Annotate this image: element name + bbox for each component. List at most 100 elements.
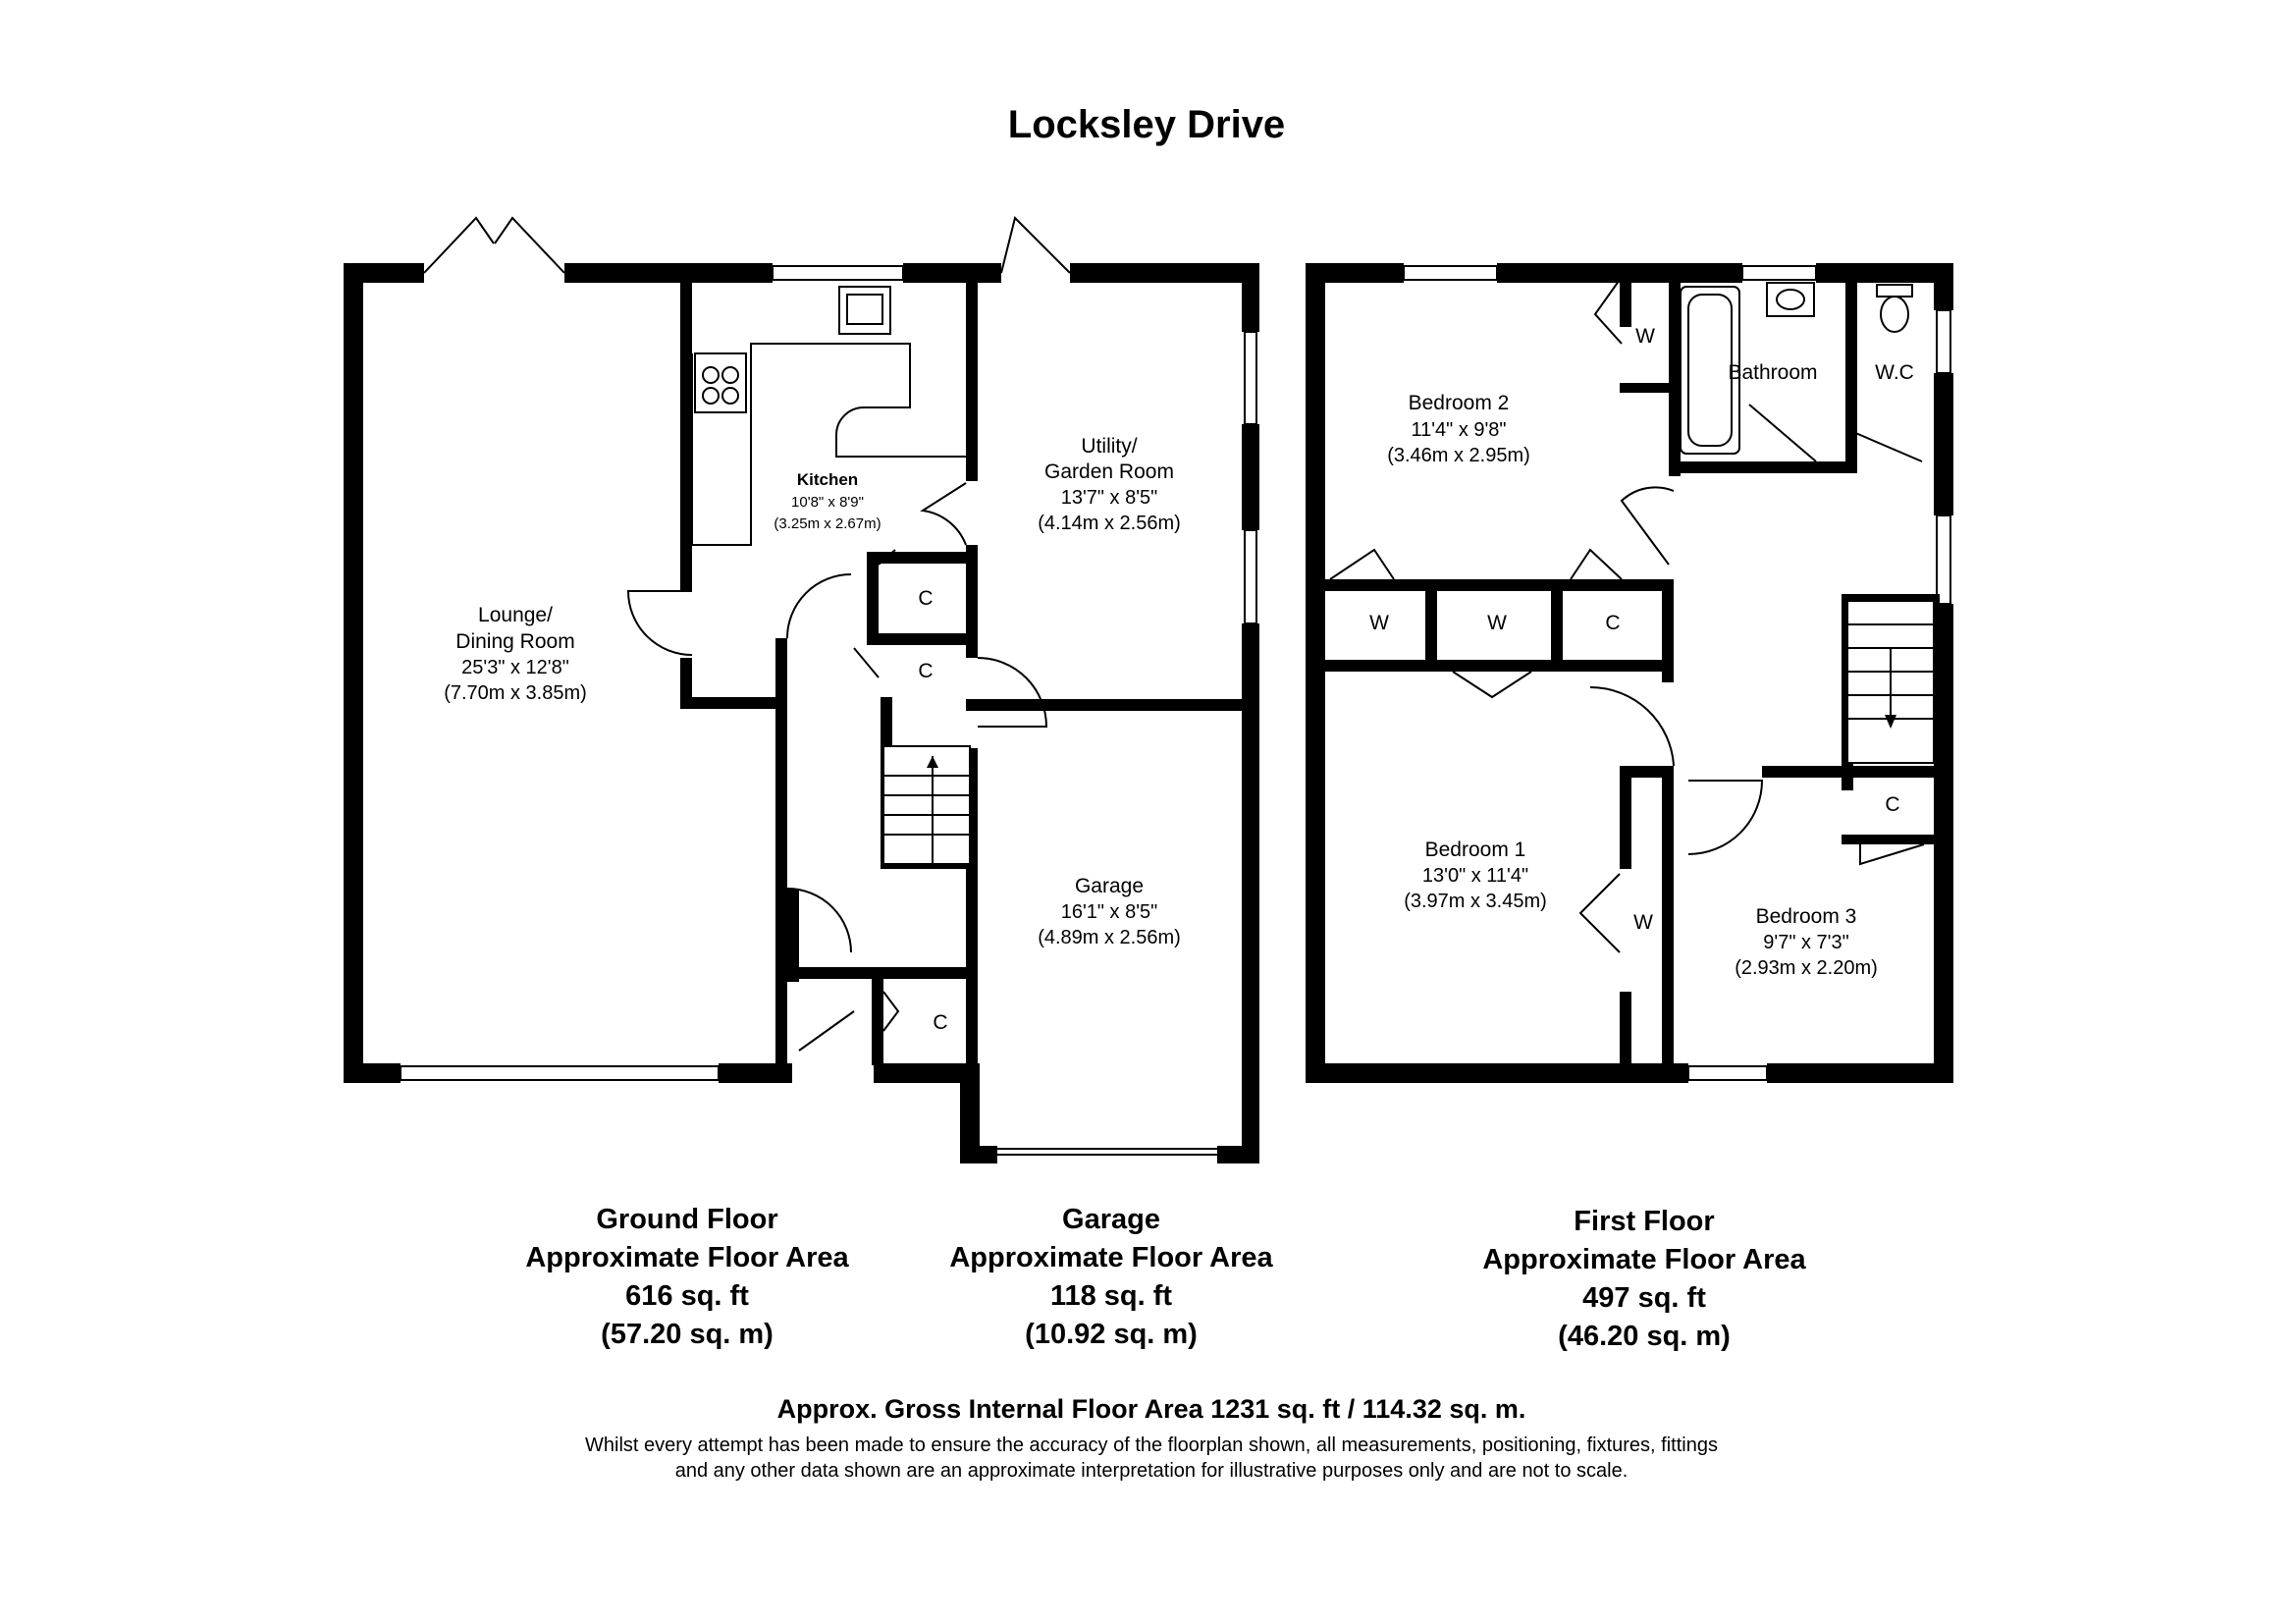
room-dimensions: (3.25m x 2.67m) (774, 515, 881, 532)
wall (960, 1146, 997, 1163)
wall (1551, 579, 1563, 668)
window (1936, 514, 1951, 605)
door-swing (1748, 404, 1817, 462)
room-name: Garage (1075, 875, 1144, 897)
wall (867, 552, 970, 564)
room-name: Kitchen (797, 470, 858, 489)
wall (1842, 594, 1940, 604)
bath-icon (1680, 286, 1740, 455)
area-subtitle: Approximate Floor Area (525, 1242, 849, 1273)
room-dimensions: (7.70m x 3.85m) (444, 682, 587, 704)
area-sqm: (10.92 sq. m) (1025, 1319, 1198, 1350)
area-sqm: (57.20 sq. m) (601, 1319, 774, 1350)
cupboard-label: C (1885, 793, 1899, 816)
room-dimensions: 25'3" x 12'8" (461, 657, 569, 678)
room-name: Garden Room (1044, 460, 1174, 483)
cupboard-door (1570, 548, 1623, 580)
kitchen-units (691, 286, 967, 546)
up-arrow-icon (927, 756, 938, 768)
wall (775, 638, 787, 1070)
ground-floor-area: Ground Floor Approximate Floor Area 616 … (525, 1204, 849, 1350)
wall (966, 545, 978, 658)
door-swing (798, 1010, 855, 1052)
first-floor-area: First Floor Approximate Floor Area 497 s… (1482, 1206, 1806, 1352)
room-dimensions: 9'7" x 7'3" (1763, 932, 1848, 953)
window (1244, 529, 1257, 624)
wall (1845, 432, 1857, 473)
first-floor-plan: Bedroom 2 11'4" x 9'8" (3.46m x 2.95m) B… (1306, 263, 1953, 1083)
door-swing (423, 216, 495, 274)
wall (1934, 263, 1953, 310)
area-subtitle: Approximate Floor Area (949, 1242, 1273, 1273)
wardrobe-doors (1593, 276, 1623, 345)
cupboard-label: C (918, 587, 933, 610)
window (1687, 1065, 1768, 1081)
area-title: Garage (1062, 1204, 1160, 1235)
wall (1816, 263, 1953, 283)
door-swing (977, 657, 1048, 728)
window (400, 1065, 720, 1081)
wall (1497, 263, 1742, 283)
area-sqft: 616 sq. ft (625, 1280, 749, 1312)
door-swing (1620, 486, 1675, 566)
wall (1845, 280, 1857, 432)
door-swing (1589, 685, 1675, 767)
toilet-icon (1876, 284, 1913, 333)
wall (1620, 766, 1674, 778)
wall (1934, 373, 1953, 515)
door-swing (786, 573, 852, 639)
wall (872, 977, 883, 1065)
disclaimer-line: Whilst every attempt has been made to en… (585, 1434, 1718, 1456)
cupboard-label: C (933, 1011, 947, 1034)
room-dimensions: 11'4" x 9'8" (1411, 419, 1506, 441)
room-name: Bathroom (1728, 361, 1817, 384)
down-arrow-icon (1885, 715, 1896, 729)
wardrobe-doors (1329, 548, 1395, 580)
wall (867, 633, 970, 645)
wall (344, 263, 363, 1083)
wall (1306, 1063, 1688, 1083)
room-dimensions: 10'8" x 8'9" (791, 494, 864, 511)
wall (1070, 263, 1259, 283)
room-name: Bedroom 3 (1756, 905, 1857, 928)
area-title: Ground Floor (596, 1204, 777, 1235)
wardrobe-label: W (1369, 612, 1389, 634)
area-subtitle: Approximate Floor Area (1482, 1244, 1806, 1275)
garage-area: Garage Approximate Floor Area 118 sq. ft… (949, 1204, 1273, 1350)
wall (680, 658, 692, 707)
room-dimensions: (2.93m x 2.20m) (1735, 957, 1878, 979)
wall (787, 889, 799, 982)
room-dimensions: (3.97m x 3.45m) (1404, 891, 1547, 912)
wall (680, 697, 783, 709)
area-sqft: 118 sq. ft (1050, 1280, 1172, 1312)
room-name: Utility/ (1081, 435, 1137, 458)
window (1244, 331, 1257, 425)
wall (1425, 579, 1437, 668)
wall (966, 280, 978, 481)
wardrobe-doors (1578, 873, 1621, 953)
wall (867, 552, 879, 645)
door-swing (1000, 216, 1071, 274)
gross-area: Approx. Gross Internal Floor Area 1231 s… (777, 1394, 1526, 1424)
door-swing (626, 590, 693, 656)
wall (344, 1063, 400, 1083)
room-dimensions: 16'1" x 8'5" (1061, 901, 1158, 923)
room-dimensions: (4.14m x 2.56m) (1038, 513, 1181, 534)
wall (1767, 1063, 1953, 1083)
wardrobe-doors (1452, 671, 1532, 699)
wall (787, 967, 974, 979)
ground-floor-plan: Lounge/ Dining Room 25'3" x 12'8" (7.70m… (344, 216, 1259, 1163)
wall (1242, 263, 1259, 332)
room-name: Dining Room (455, 630, 574, 653)
window (1403, 265, 1498, 281)
wall (564, 263, 773, 283)
wall (1816, 461, 1845, 473)
wardrobe-label: W (1635, 325, 1655, 348)
wall (1306, 263, 1404, 283)
wall (1842, 835, 1940, 844)
area-title: First Floor (1574, 1206, 1714, 1237)
wall (1934, 604, 1953, 1083)
door-swing (878, 549, 896, 566)
wall (1325, 579, 1674, 591)
